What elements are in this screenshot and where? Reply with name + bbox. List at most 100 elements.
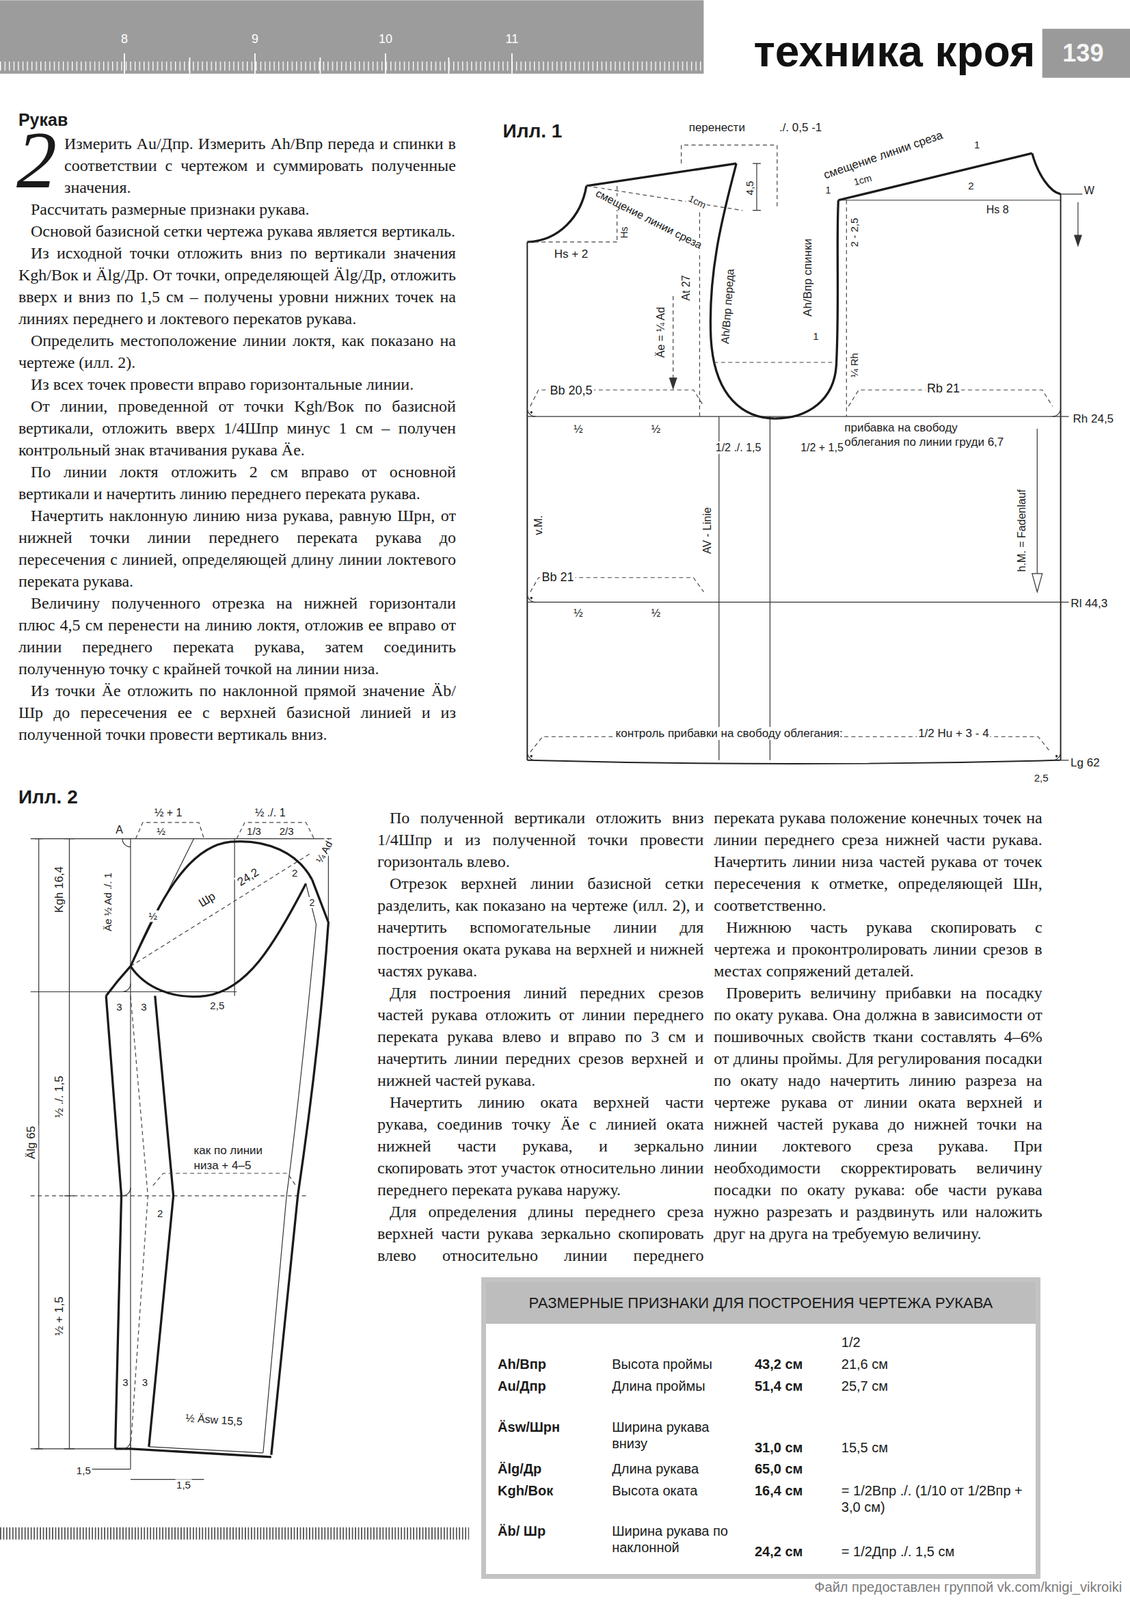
sleeve-draft-line bbox=[105, 965, 131, 996]
table-cell: Äsw/Шрн bbox=[497, 1418, 560, 1435]
dimension-label: Rh 24,5 bbox=[1071, 412, 1116, 426]
dimension-label: AV - Linie bbox=[701, 505, 714, 556]
dimension-label: W bbox=[1082, 184, 1096, 197]
table-cell: 43,2 см bbox=[754, 1355, 803, 1372]
dimension-label: ½ + 1,5 bbox=[52, 1294, 67, 1337]
sleeve-draft-line bbox=[234, 838, 236, 997]
sleeve-draft-line bbox=[149, 1446, 264, 1453]
table-cell: 25,7 см bbox=[841, 1377, 889, 1394]
ruler-strip bbox=[0, 1527, 469, 1540]
dimension-label: Шр bbox=[194, 888, 219, 911]
dimension-label: ./. 0,5 -1 bbox=[777, 120, 824, 135]
dimension-label: Hs + 2 bbox=[553, 247, 590, 262]
body-paragraph: Измерить Au/Дпр. Измерить Ah/Впр переда … bbox=[64, 132, 456, 199]
table-cell: Au/Дпр bbox=[497, 1377, 547, 1394]
dimension-label: Ah/Впр спинки bbox=[801, 237, 815, 318]
sleeve-draft-line bbox=[105, 995, 121, 1448]
body-paragraph: Из всех точек провести вправо горизонтал… bbox=[18, 373, 456, 396]
dimension-label: 1 bbox=[823, 183, 832, 195]
table-cell: Kgh/Вок bbox=[497, 1482, 554, 1499]
bodice-draft-line bbox=[838, 199, 1061, 201]
bodice-draft-line bbox=[1032, 573, 1043, 593]
dimension-label: ½ bbox=[572, 423, 584, 436]
table-cell: 51,4 см bbox=[754, 1377, 803, 1394]
dimension-label: 1/2 Hu + 3 - 4 bbox=[916, 726, 990, 741]
dimension-label: 2,5 bbox=[208, 999, 226, 1012]
sleeve-draft-line bbox=[149, 995, 174, 1446]
bodice-draft-line bbox=[529, 596, 533, 600]
figure-caption: Илл. 2 bbox=[18, 786, 78, 809]
table-cell: 21,6 см bbox=[841, 1355, 889, 1372]
dimension-label: 1,5 bbox=[175, 1479, 193, 1491]
dimension-label: Hs 8 bbox=[985, 203, 1011, 217]
bodice-draft-line bbox=[1060, 193, 1084, 195]
dimension-label: Hs bbox=[618, 225, 630, 240]
bodice-draft-line bbox=[669, 377, 678, 390]
table-cell: 31,0 см bbox=[754, 1438, 803, 1456]
bodice-draft-line bbox=[526, 241, 528, 761]
body-paragraph: Из исходной точки отложить вниз по верти… bbox=[18, 241, 456, 330]
dimension-label: ½ ./. 1,5 bbox=[52, 1073, 67, 1119]
dimension-label: Äe ½ Ad ./. 1 bbox=[101, 870, 114, 933]
dimension-label: At 27 bbox=[680, 273, 693, 302]
dimension-label: 1 bbox=[972, 138, 981, 151]
sleeve-draft-line bbox=[30, 991, 237, 992]
body-paragraph: Начертить наклонную линию низа рукава, р… bbox=[18, 504, 456, 593]
dimension-label: ½ bbox=[572, 606, 584, 619]
table-cell: Äb/ Шр bbox=[497, 1522, 546, 1539]
bodice-draft-line bbox=[1060, 194, 1062, 761]
table-cell: Ah/Впр bbox=[497, 1355, 547, 1372]
dimension-label: Ah/Впр переда bbox=[719, 266, 737, 346]
bodice-draft-line bbox=[527, 408, 1061, 761]
table-heading: РАЗМЕРНЫЕ ПРИЗНАКИ ДЛЯ ПОСТРОЕНИЯ ЧЕРТЕЖ… bbox=[486, 1281, 1036, 1325]
header-bar bbox=[0, 0, 1130, 78]
dimension-label: v.M. bbox=[531, 514, 545, 537]
text-column: По полученной вертикали отложить вниз 1/… bbox=[377, 806, 704, 1267]
table-cell: 16,4 см bbox=[754, 1482, 803, 1499]
table-cell: Длина проймы bbox=[611, 1377, 705, 1394]
bodice-draft-line bbox=[1073, 235, 1083, 248]
header-bar-line bbox=[0, 0, 704, 74]
bodice-draft-line bbox=[529, 754, 533, 758]
table-cell: Длина рукава bbox=[611, 1460, 699, 1477]
body-paragraph: Основой базисной сетки чертежа рукава яв… bbox=[18, 220, 456, 242]
header-bar-line bbox=[124, 53, 513, 74]
bodice-draft-line bbox=[527, 185, 587, 242]
sleeve-draft-line bbox=[130, 883, 307, 997]
sleeve-draft-line bbox=[91, 1469, 204, 1480]
dimension-label: Äe = ¼ Ad bbox=[654, 305, 667, 359]
dimension-label: h.M. = Fadenlauf bbox=[1015, 488, 1029, 574]
sleeve-draft-line bbox=[129, 838, 131, 1470]
bodice-draft-line bbox=[1037, 428, 1038, 578]
body-paragraph: Рассчитать размерные признаки рукава. bbox=[18, 198, 456, 221]
dimension-label: ¼ Rh bbox=[849, 351, 861, 379]
dimension-label: 3 bbox=[114, 1000, 124, 1013]
dimension-label: Lg 62 bbox=[1069, 756, 1102, 770]
dimension-label: 2 bbox=[966, 179, 975, 192]
sleeve-draft-line bbox=[122, 838, 131, 1449]
dimension-label: A bbox=[114, 823, 125, 837]
ruler-number: 9 bbox=[251, 31, 259, 46]
dimension-label: ½ Äsw 15,5 bbox=[183, 1410, 245, 1428]
bodice-draft-line bbox=[713, 361, 837, 363]
dimension-label: 1/3 bbox=[245, 825, 263, 837]
table-cell: 15,5 см bbox=[841, 1438, 889, 1456]
dimension-label: 1/2 + 1,5 bbox=[799, 441, 845, 454]
table-cell: Высота проймы bbox=[611, 1355, 713, 1372]
dimension-label: ½ + 1 bbox=[153, 806, 184, 819]
dimension-label: 4,5 bbox=[743, 179, 756, 197]
table-panel: РАЗМЕРНЫЕ ПРИЗНАКИ ДЛЯ ПОСТРОЕНИЯ ЧЕРТЕЖ… bbox=[481, 1276, 1041, 1580]
table-cell: Ширина рукава по наклонной bbox=[611, 1522, 730, 1556]
table-cell: Ширина рукава внизу bbox=[611, 1418, 730, 1452]
sleeve-draft-line bbox=[122, 838, 332, 839]
page-number: 139 bbox=[1062, 38, 1104, 67]
dimension-label: Kgh 16,4 bbox=[52, 864, 67, 914]
dimension-label: 24,2 bbox=[233, 864, 263, 890]
dimension-label: Rl 44,3 bbox=[1069, 596, 1109, 611]
watermark: Файл предоставлен группой vk.com/knigi_v… bbox=[814, 1579, 1122, 1595]
dimension-label: ½ bbox=[155, 825, 167, 837]
bodice-draft-line bbox=[586, 163, 737, 186]
header-bar-line bbox=[1042, 28, 1130, 78]
figure-caption: Илл. 1 bbox=[503, 120, 563, 143]
